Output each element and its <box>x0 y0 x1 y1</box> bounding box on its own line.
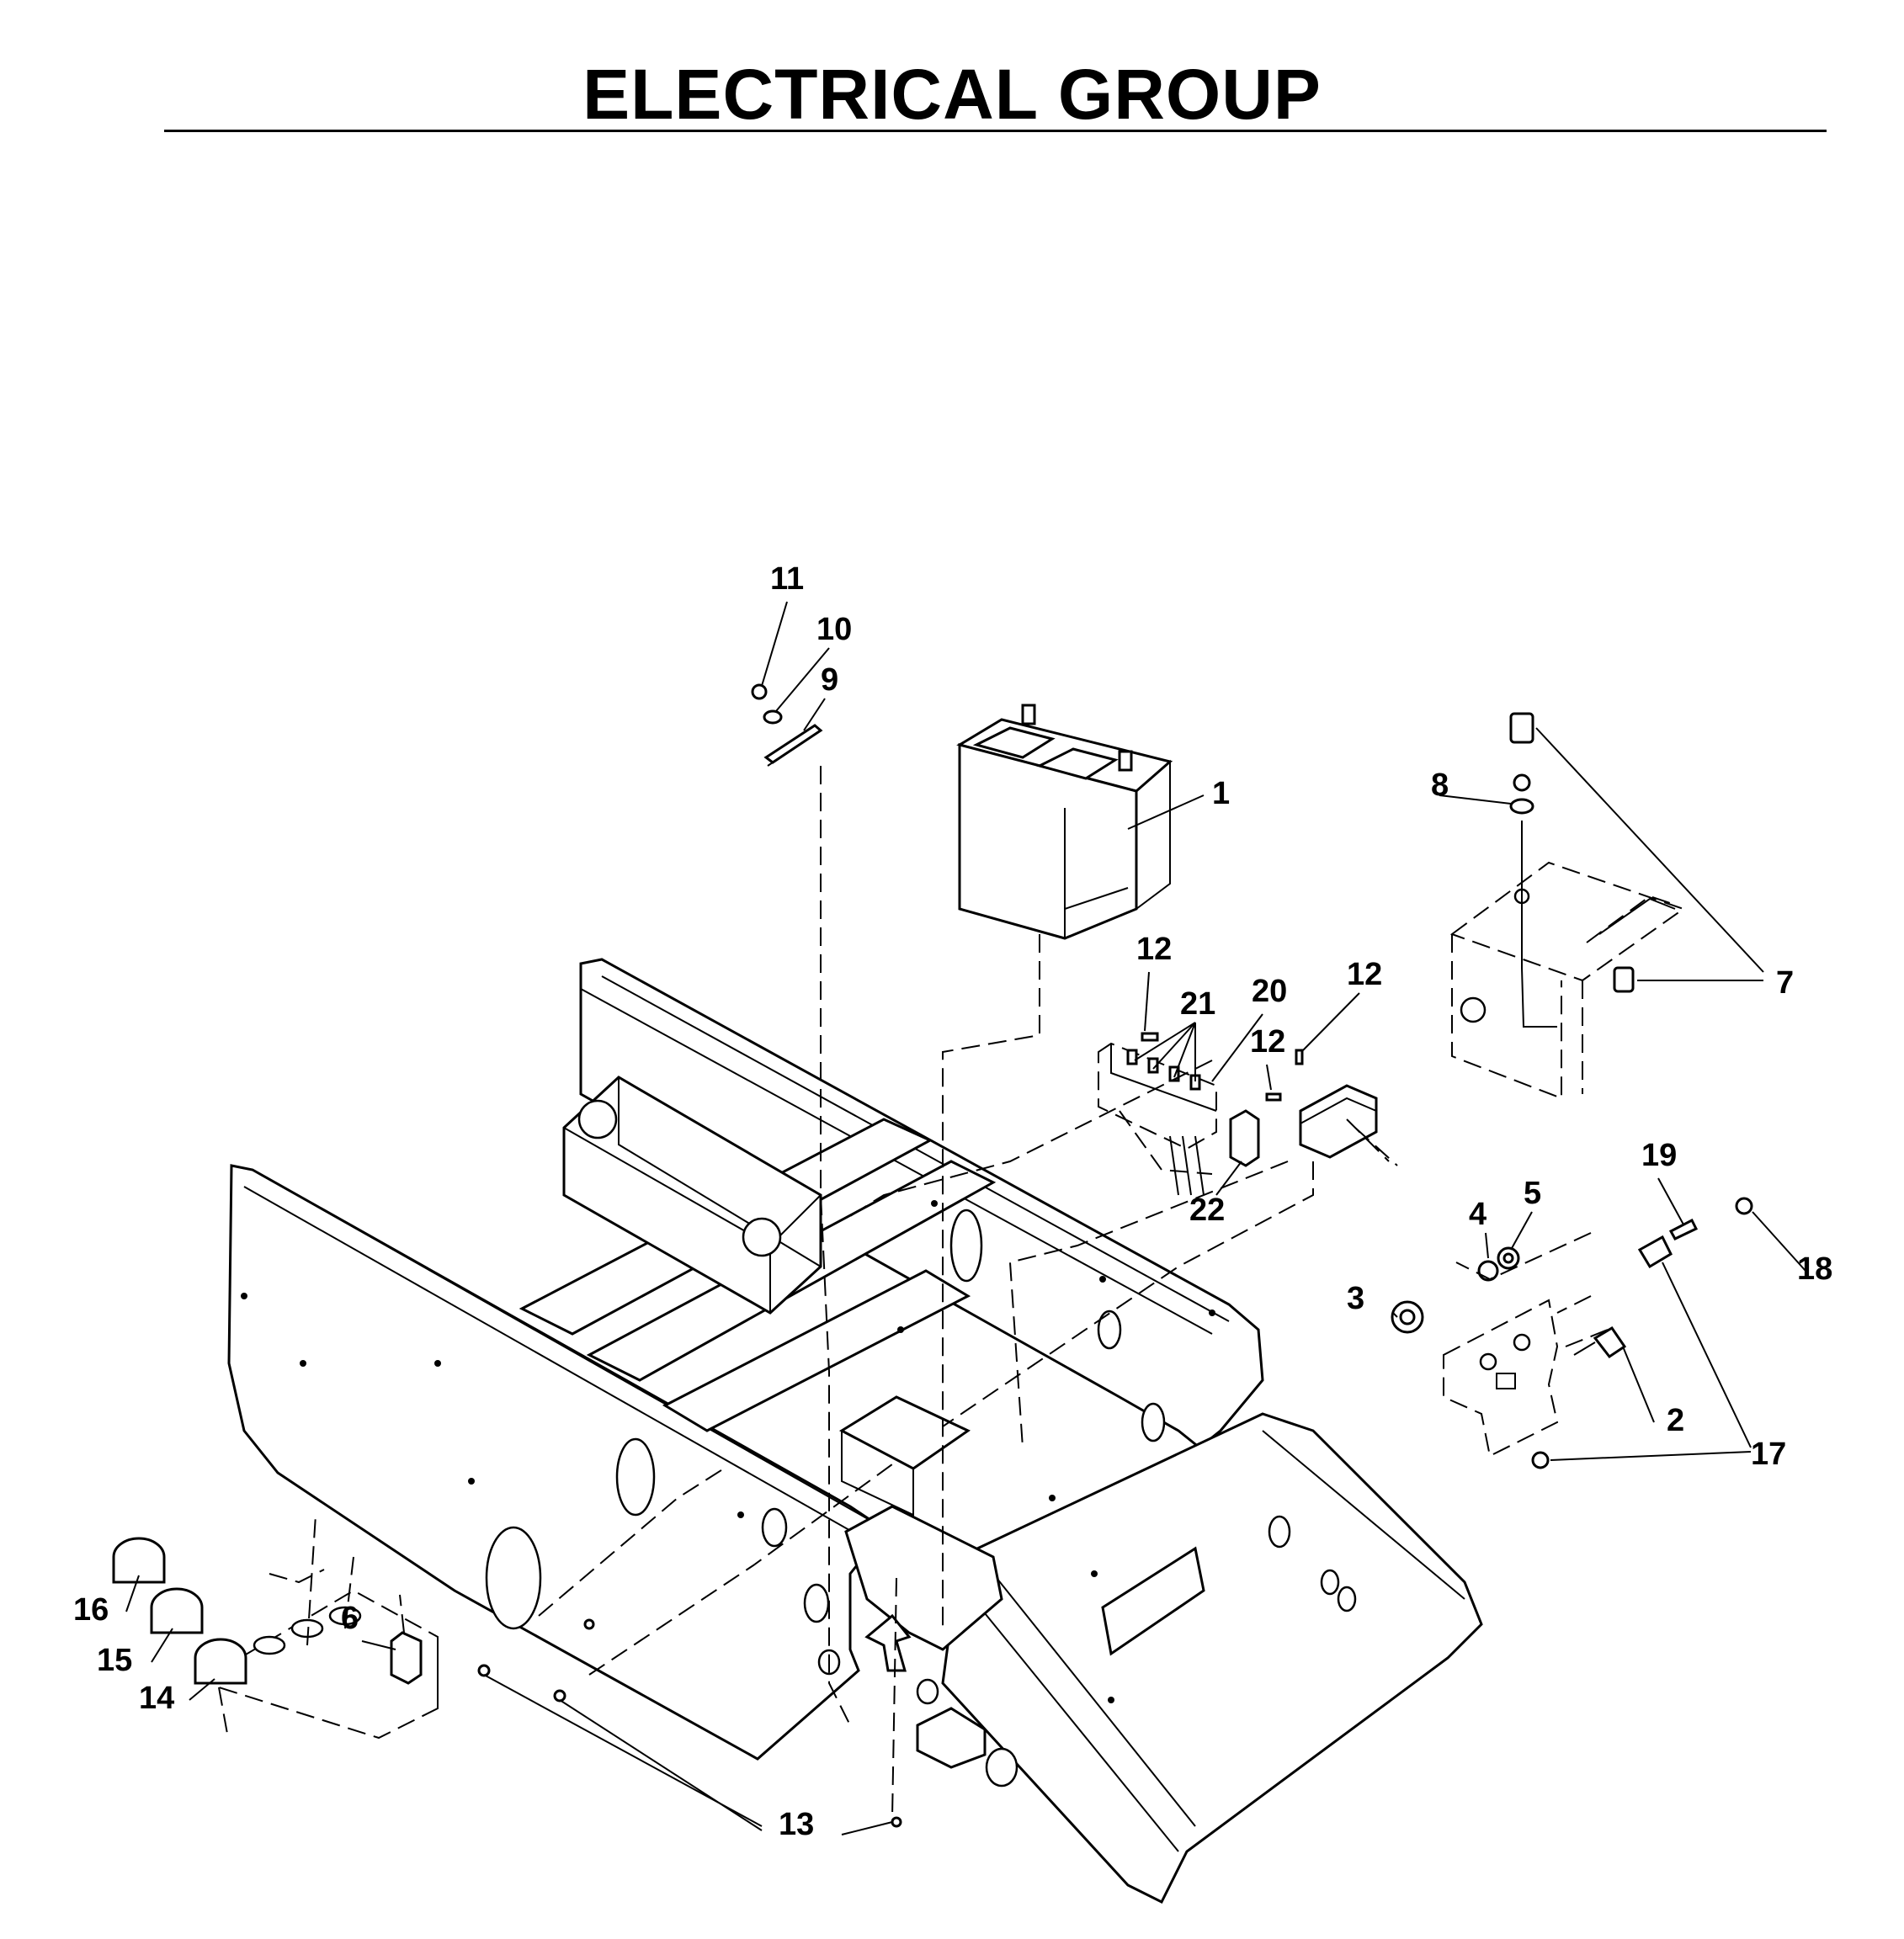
callout-22: 22 <box>1189 1193 1225 1228</box>
title-rule <box>164 130 1827 132</box>
cross-member-3 <box>662 1269 971 1432</box>
hold-down-parts <box>751 683 823 767</box>
chassis-plate-cutout <box>1101 1546 1205 1656</box>
callout-16: 16 <box>73 1592 109 1628</box>
hitch-bracket <box>916 1707 987 1769</box>
left-side-plate <box>227 1164 877 1761</box>
callout-10: 10 <box>816 612 852 647</box>
callout-18: 18 <box>1797 1251 1832 1287</box>
callout-19: 19 <box>1641 1138 1677 1173</box>
battery-cover <box>1449 712 1686 1100</box>
callout-labels: 1 2 3 4 5 6 7 8 9 10 11 12 12 12 13 14 1… <box>73 561 1832 1842</box>
battery <box>956 704 1173 940</box>
gauge-panel <box>112 1537 439 1740</box>
callout-11: 11 <box>770 561 804 597</box>
callout-12-a: 12 <box>1136 932 1172 967</box>
callout-9: 9 <box>821 662 838 698</box>
callout-1: 1 <box>1212 776 1230 811</box>
callout-12-c: 12 <box>1250 1024 1285 1060</box>
callout-13: 13 <box>779 1807 814 1842</box>
callout-8: 8 <box>1431 768 1449 803</box>
callout-17: 17 <box>1751 1437 1786 1472</box>
chassis-frame <box>227 958 1483 1904</box>
lower-pan <box>844 1505 1003 1651</box>
floor-recess <box>838 1395 971 1470</box>
callout-2: 2 <box>1667 1403 1684 1438</box>
leader-lines <box>125 601 1806 1835</box>
callout-14: 14 <box>139 1681 174 1716</box>
page-title: ELECTRICAL GROUP <box>582 55 1322 134</box>
switch-panel <box>1391 1197 1753 1469</box>
callout-15: 15 <box>97 1643 132 1678</box>
callout-6: 6 <box>341 1601 359 1636</box>
callout-3: 3 <box>1347 1281 1364 1316</box>
callout-5: 5 <box>1524 1176 1541 1211</box>
callout-4: 4 <box>1469 1197 1487 1232</box>
right-rail <box>941 1412 1483 1904</box>
assembly-lines <box>269 766 1609 1819</box>
callout-12-b: 12 <box>1347 957 1382 992</box>
callout-7: 7 <box>1776 965 1794 1001</box>
callout-21: 21 <box>1180 986 1215 1022</box>
fuse-block <box>1299 1084 1398 1166</box>
callout-20: 20 <box>1252 974 1287 1009</box>
